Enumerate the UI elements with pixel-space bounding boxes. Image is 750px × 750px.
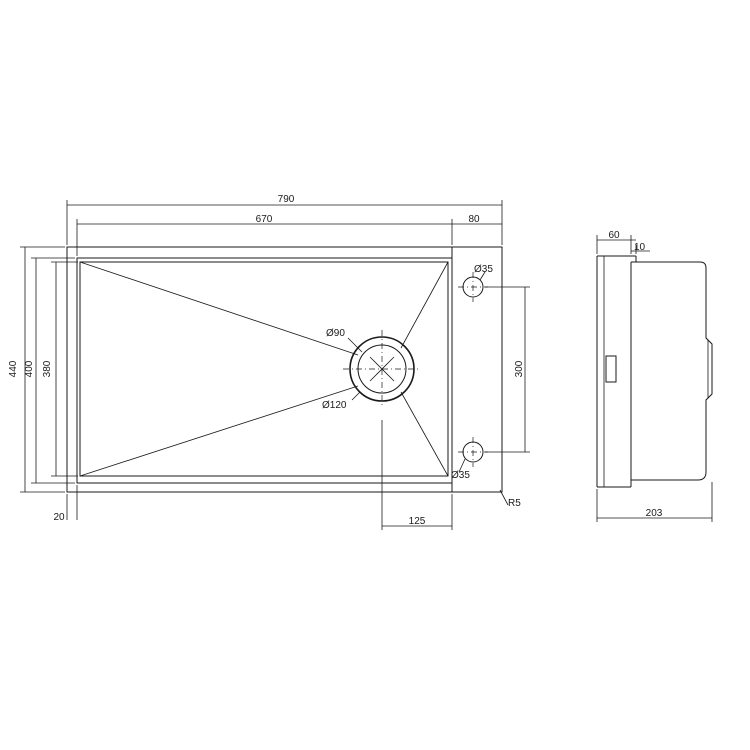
dim-side-lip: 10	[634, 242, 646, 253]
dim-bowl-width: 670	[256, 214, 273, 225]
dim-waste-inner: Ø90	[326, 328, 345, 339]
side-dimensions: 60 10 203	[596, 230, 713, 522]
plan-view	[66, 246, 503, 493]
dim-drainer-width: 80	[468, 214, 480, 225]
dim-bowl-depth-inner: 380	[42, 360, 53, 377]
fold-line	[79, 385, 359, 477]
dim-overall-depth: 440	[8, 360, 19, 377]
fold-line	[400, 391, 449, 477]
dim-side-height: 203	[646, 508, 663, 519]
bowl-outer-edge	[76, 257, 453, 484]
dim-tap-hole-bottom: Ø35	[451, 470, 470, 481]
dim-waste-outer: Ø120	[322, 400, 347, 411]
dim-tap-spacing: 300	[514, 360, 525, 377]
dim-rim-offset: 20	[53, 512, 65, 523]
fold-line	[400, 261, 449, 349]
dim-side-flange: 60	[608, 230, 620, 241]
overflow-slot	[605, 355, 617, 383]
fold-line	[79, 261, 359, 356]
waste-cross	[369, 356, 395, 382]
dim-bowl-depth-outer: 400	[24, 360, 35, 377]
side-view	[596, 255, 713, 488]
dim-waste-offset: 125	[409, 516, 426, 527]
bowl-inner-edge	[79, 261, 449, 477]
dim-overall-width: 790	[278, 194, 295, 205]
sink-outer-rim	[66, 246, 503, 493]
dim-corner-radius: R5	[508, 498, 521, 509]
dim-tap-hole-top: Ø35	[474, 264, 493, 275]
plan-dimensions: 790 670 80 440 400 380 20 125	[8, 194, 530, 530]
